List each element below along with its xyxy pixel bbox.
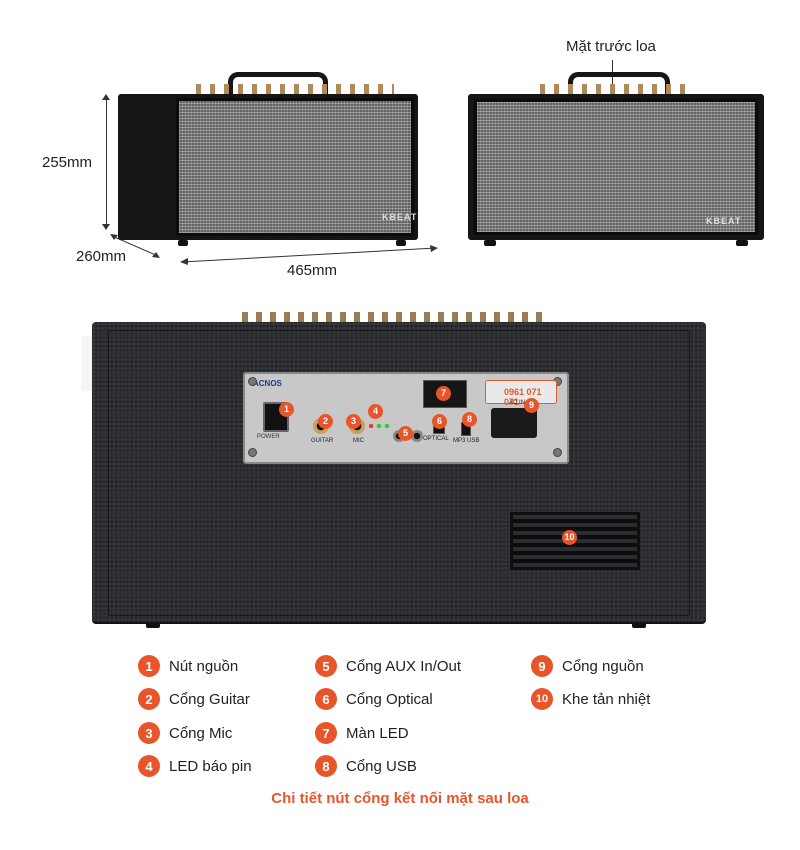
- badge-8: 8: [462, 412, 477, 427]
- connection-panel: ACNOS POWER GUITAR MIC OPTICAL MP3 USB 0…: [243, 372, 569, 464]
- legend-number: 4: [138, 755, 160, 777]
- badge-10: 10: [562, 530, 577, 545]
- screw: [553, 448, 562, 457]
- badge-9: 9: [524, 398, 539, 413]
- legend-label: Khe tản nhiệt: [562, 690, 651, 708]
- legend-number: 5: [315, 655, 337, 677]
- led-screen: [423, 380, 467, 408]
- legend-label: Cổng Guitar: [169, 690, 250, 708]
- ac-power-socket[interactable]: [491, 408, 537, 438]
- dimension-height-arrow-bottom: [102, 224, 110, 230]
- speaker-brand-logo: KBEAT: [382, 212, 418, 222]
- guitar-label: GUITAR: [311, 438, 334, 444]
- legend-item: 2 Cổng Guitar: [138, 688, 250, 710]
- hotline-sticker: 0961 071 071: [485, 380, 557, 407]
- panel-brand: ACNOS: [253, 379, 282, 388]
- legend-number: 9: [531, 655, 553, 677]
- legend-label: Cổng Optical: [346, 690, 433, 708]
- speaker-grill: [176, 98, 414, 236]
- legend-item: 7 Màn LED: [315, 722, 409, 744]
- screw: [248, 377, 257, 386]
- legend-label: Màn LED: [346, 724, 409, 742]
- legend-number: 7: [315, 722, 337, 744]
- legend-item: 8 Cổng USB: [315, 755, 417, 777]
- battery-leds: [369, 424, 393, 428]
- badge-5: 5: [398, 426, 413, 441]
- speaker-grill: [474, 99, 758, 235]
- badge-2: 2: [318, 414, 333, 429]
- aux-out-jack[interactable]: [411, 430, 423, 442]
- ac-label: AC IN: [509, 400, 526, 406]
- badge-7: 7: [436, 386, 451, 401]
- caption: Chi tiết nút cổng kết nối mặt sau loa: [271, 790, 529, 807]
- usb-label: MP3 USB: [453, 438, 480, 444]
- legend-item: 4 LED báo pin: [138, 755, 252, 777]
- dimension-width-label: 465mm: [287, 262, 338, 279]
- back-inner-frame: [108, 330, 690, 616]
- speaker-brand-logo: KBEAT: [706, 216, 742, 226]
- back-foot: [146, 622, 160, 628]
- legend-label: Cổng Mic: [169, 724, 233, 742]
- dimension-height-line: [106, 98, 107, 226]
- legend-label: Nút nguồn: [169, 657, 239, 675]
- screw: [248, 448, 257, 457]
- legend-label: Cổng AUX In/Out: [346, 657, 462, 675]
- legend-item: 10 Khe tản nhiệt: [531, 688, 650, 710]
- legend-number: 1: [138, 655, 160, 677]
- legend-item: 3 Cổng Mic: [138, 722, 232, 744]
- legend-number: 8: [315, 755, 337, 777]
- legend-number: 6: [315, 688, 337, 710]
- speaker-handle: [228, 72, 328, 95]
- speaker-top-knobs: [196, 84, 394, 94]
- badge-6: 6: [432, 414, 447, 429]
- speaker-handle: [568, 72, 670, 95]
- speaker-foot: [484, 240, 496, 246]
- mic-label: MIC: [353, 438, 364, 444]
- speaker-foot: [736, 240, 748, 246]
- legend-number: 10: [531, 688, 553, 710]
- dimension-width-line: [180, 245, 438, 265]
- legend-number: 3: [138, 722, 160, 744]
- legend-item: 1 Nút nguồn: [138, 655, 238, 677]
- hotline-text: 0961 071 071: [504, 387, 542, 407]
- legend-label: Cổng USB: [346, 757, 417, 775]
- legend-item: 6 Cổng Optical: [315, 688, 433, 710]
- speaker-back-view: [92, 322, 706, 622]
- legend-number: 2: [138, 688, 160, 710]
- back-top-knobs: [242, 312, 542, 324]
- optical-label: OPTICAL: [423, 436, 449, 442]
- dimension-depth-label: 260mm: [76, 248, 127, 265]
- legend-label: LED báo pin: [169, 757, 252, 775]
- speaker-side: [118, 94, 178, 240]
- dimension-height-label: 255mm: [42, 154, 93, 171]
- dimension-height-arrow-top: [102, 94, 110, 100]
- power-switch-label: POWER: [257, 434, 280, 440]
- back-foot: [632, 622, 646, 628]
- speaker-foot: [396, 240, 406, 246]
- legend-label: Cổng nguồn: [562, 657, 644, 675]
- speaker-foot: [178, 240, 188, 246]
- legend-item: 5 Cổng AUX In/Out: [315, 655, 461, 677]
- badge-3: 3: [346, 414, 361, 429]
- badge-4: 4: [368, 404, 383, 419]
- front-label: Mặt trước loa: [566, 38, 656, 55]
- legend-item: 9 Cổng nguồn: [531, 655, 644, 677]
- badge-1: 1: [279, 402, 294, 417]
- speaker-top-knobs: [540, 84, 690, 94]
